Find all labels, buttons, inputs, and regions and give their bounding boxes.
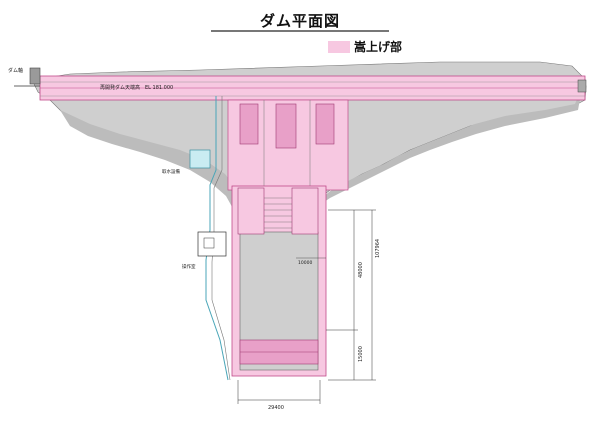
dam-body-shadow-right	[318, 88, 582, 206]
intake-structure	[189, 149, 211, 169]
pier-center	[275, 103, 297, 149]
dam-body-shadow	[60, 110, 240, 214]
dim-bottom-width: 29400	[268, 405, 284, 411]
intake-label: 取水設備	[162, 168, 180, 175]
dam-axis-label: ダム軸	[8, 67, 23, 74]
pier-right	[315, 103, 335, 145]
chute-stairs	[264, 197, 292, 229]
dim-spillway-width: 10000	[298, 260, 312, 266]
crest-elevation-label: 再開発ダム天端高 EL 181.000	[100, 84, 173, 91]
page-title: ダム平面図	[259, 12, 340, 30]
legend-label: 嵩上げ部	[354, 40, 403, 54]
dimension-lines-right	[326, 209, 376, 381]
left-abutment-box	[29, 67, 41, 85]
legend: 嵩上げ部	[328, 38, 402, 55]
legend-swatch	[328, 40, 350, 53]
gate-house-label: 操作室	[182, 263, 196, 270]
right-abutment-box	[577, 79, 587, 93]
dimension-line-bottom	[237, 380, 321, 404]
dim-lower-section: 15000	[358, 346, 364, 362]
chute-gate-block-left	[237, 187, 265, 235]
dim-total-length: 107964	[375, 239, 381, 258]
pier-left	[239, 103, 259, 145]
title-underline	[211, 30, 389, 32]
gate-house	[197, 231, 227, 257]
dim-upper-section: 48000	[358, 262, 364, 278]
chute-gate-block-right	[291, 187, 319, 235]
gate-house-inner	[203, 237, 215, 249]
